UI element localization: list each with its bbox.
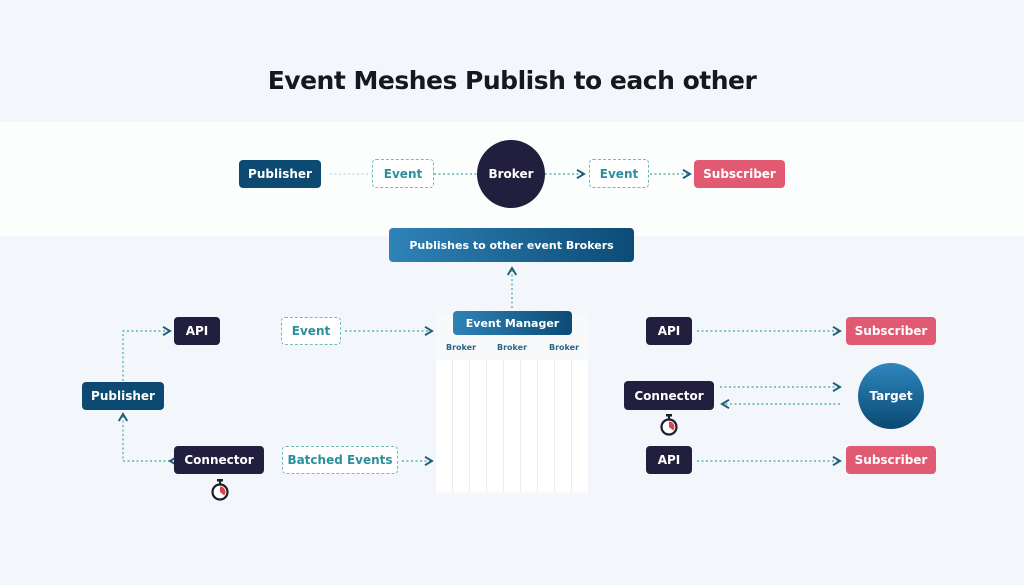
- right-subscriber-bottom-node[interactable]: Subscriber: [846, 446, 936, 474]
- target-node[interactable]: Target: [858, 363, 924, 429]
- left-api-node[interactable]: API: [174, 317, 220, 345]
- left-connector-node[interactable]: Connector: [174, 446, 264, 474]
- top-subscriber-node[interactable]: Subscriber: [694, 160, 785, 188]
- broker-grid: [436, 360, 588, 492]
- top-event-in-node[interactable]: Event: [372, 159, 434, 188]
- grid-divider: [537, 360, 538, 492]
- publishes-to-brokers-box[interactable]: Publishes to other event Brokers: [389, 228, 634, 262]
- stopwatch-icon: [660, 414, 678, 436]
- broker-label: Broker: [497, 343, 528, 352]
- line-connector-publisher: [117, 412, 178, 467]
- grid-divider: [486, 360, 487, 492]
- top-publisher-node[interactable]: Publisher: [239, 160, 321, 188]
- grid-divider: [452, 360, 453, 492]
- top-event-out-node[interactable]: Event: [589, 159, 649, 188]
- stopwatch-icon: [211, 479, 229, 501]
- event-manager-title[interactable]: Event Manager: [453, 311, 572, 335]
- grid-divider: [571, 360, 572, 492]
- right-api-bottom-node[interactable]: API: [646, 446, 692, 474]
- left-event-node[interactable]: Event: [281, 317, 341, 345]
- grid-divider: [520, 360, 521, 492]
- right-api-top-node[interactable]: API: [646, 317, 692, 345]
- line-publisher-api: [122, 325, 172, 381]
- grid-divider: [554, 360, 555, 492]
- grid-divider: [469, 360, 470, 492]
- left-batched-events-node[interactable]: Batched Events: [282, 446, 398, 474]
- page-title: Event Meshes Publish to each other: [267, 66, 757, 95]
- top-broker-node[interactable]: Broker: [477, 140, 545, 208]
- right-connector-node[interactable]: Connector: [624, 381, 714, 410]
- broker-label: Broker: [549, 343, 580, 352]
- grid-divider: [503, 360, 504, 492]
- broker-label: Broker: [446, 343, 477, 352]
- right-subscriber-top-node[interactable]: Subscriber: [846, 317, 936, 345]
- left-publisher-node[interactable]: Publisher: [82, 382, 164, 410]
